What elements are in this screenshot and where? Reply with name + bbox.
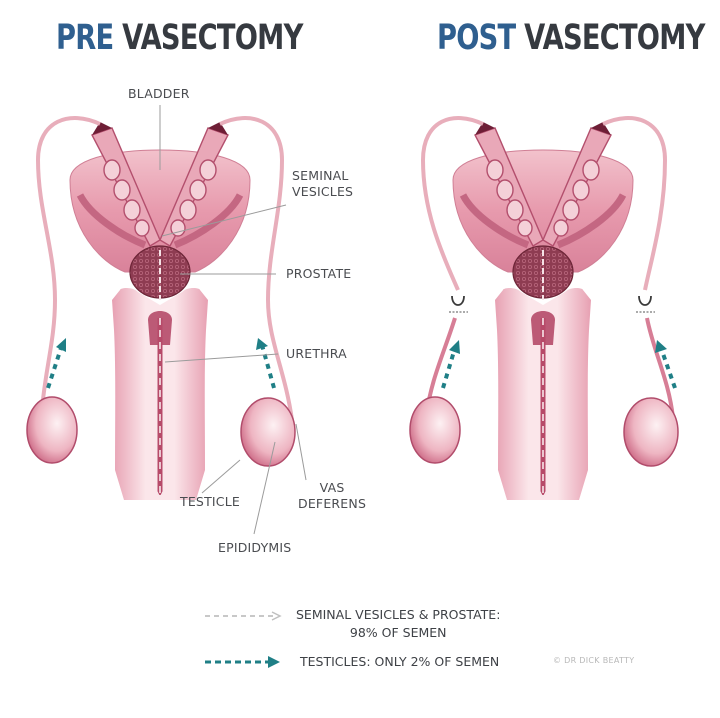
legend-line: SEMINAL VESICLES & PROSTATE: bbox=[296, 607, 501, 622]
title-accent: POST bbox=[437, 18, 516, 58]
title-rest: VASECTOMY bbox=[122, 18, 303, 58]
post-vasectomy-title: POST VASECTOMY bbox=[437, 18, 705, 58]
legend-arrow-gray bbox=[205, 611, 282, 621]
label-line: DEFERENS bbox=[298, 496, 367, 511]
label-urethra: URETHRA bbox=[286, 346, 347, 361]
label-vas-deferens: VAS DEFERENS bbox=[298, 480, 366, 512]
label-line: SEMINAL bbox=[292, 168, 349, 183]
legend-arrow-teal bbox=[205, 656, 280, 668]
legend-item-testicles: TESTICLES: ONLY 2% OF SEMEN bbox=[300, 653, 499, 671]
label-epididymis: EPIDIDYMIS bbox=[218, 540, 292, 555]
copyright-credit: © DR DICK BEATTY bbox=[553, 656, 635, 665]
legend-item-seminal: SEMINAL VESICLES & PROSTATE: 98% OF SEME… bbox=[296, 606, 500, 642]
label-bladder: BLADDER bbox=[128, 86, 190, 101]
title-accent: PRE bbox=[56, 18, 114, 58]
label-testicle: TESTICLE bbox=[180, 494, 240, 509]
label-line: VESICLES bbox=[292, 184, 354, 199]
label-seminal-vesicles: SEMINAL VESICLES bbox=[292, 168, 353, 200]
label-prostate: PROSTATE bbox=[286, 266, 352, 281]
title-rest: VASECTOMY bbox=[524, 18, 705, 58]
legend-line: 98% OF SEMEN bbox=[349, 625, 447, 640]
pre-diagram bbox=[26, 105, 307, 535]
pre-vasectomy-title: PRE VASECTOMY bbox=[56, 18, 303, 58]
legend-line: TESTICLES: ONLY 2% OF SEMEN bbox=[300, 654, 500, 669]
label-line: VAS bbox=[319, 480, 345, 495]
post-diagram bbox=[409, 116, 679, 500]
